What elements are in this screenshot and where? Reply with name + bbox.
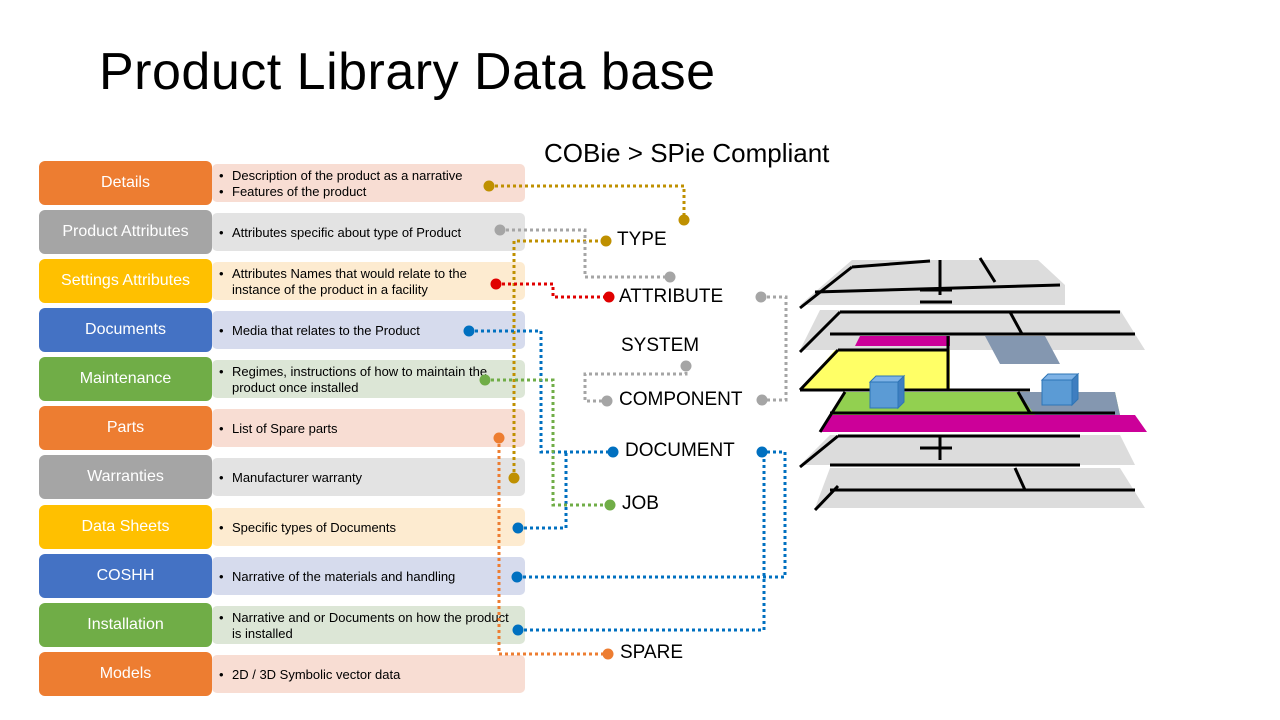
link-dot [604,499,616,511]
link-dot [755,291,767,303]
row-warranties: Warranties Manufacturer warranty [39,455,527,499]
row-data-sheets: Data Sheets Specific types of Documents [39,505,527,549]
row-description: Narrative of the materials and handling [212,557,525,595]
link-dot [756,446,768,458]
row-documents: Documents Media that relates to the Prod… [39,308,527,352]
bullet: 2D / 3D Symbolic vector data [219,667,517,683]
bullet: Attributes Names that would relate to th… [219,266,517,298]
bullet: Manufacturer warranty [219,470,517,486]
row-settings-attributes: Settings Attributes Attributes Names tha… [39,259,527,303]
target-attribute: ATTRIBUTE [619,286,724,307]
bullet: Media that relates to the Product [219,323,517,339]
row-label: Warranties [39,455,212,499]
building-floors-illustration [798,257,1147,512]
row-parts: Parts List of Spare parts [39,406,527,450]
row-description: Description of the product as a narrativ… [212,164,525,202]
link-dot [602,648,614,660]
bullet: Narrative and or Documents on how the pr… [219,610,517,642]
link-dot [680,360,692,372]
link-dot [600,235,612,247]
row-description: Regimes, instructions of how to maintain… [212,360,525,398]
bullet: List of Spare parts [219,421,517,437]
row-description: List of Spare parts [212,409,525,447]
target-document: DOCUMENT [625,440,735,461]
row-description: 2D / 3D Symbolic vector data [212,655,525,693]
row-label: Data Sheets [39,505,212,549]
row-label: Settings Attributes [39,259,212,303]
cube-right [1040,372,1080,407]
row-description: Media that relates to the Product [212,311,525,349]
target-type: TYPE [617,229,667,250]
link-dot [603,291,615,303]
target-job: JOB [622,493,659,514]
row-coshh: COSHH Narrative of the materials and han… [39,554,527,598]
bullet: Narrative of the materials and handling [219,569,517,585]
row-label: Details [39,161,212,205]
link-dot [756,394,768,406]
row-description: Manufacturer warranty [212,458,525,496]
row-label: Parts [39,406,212,450]
link-dot [607,446,619,458]
cube-left [868,374,906,410]
bullet: Specific types of Documents [219,520,517,536]
page-subtitle: COBie > SPie Compliant [544,138,830,168]
row-product-attributes: Product Attributes Attributes specific a… [39,210,527,254]
row-label: Installation [39,603,212,647]
row-description: Attributes Names that would relate to th… [212,262,525,300]
row-details: Details Description of the product as a … [39,161,527,205]
page-title: Product Library Data base [99,43,716,101]
target-component: COMPONENT [619,389,743,410]
link-dot [678,214,690,226]
row-maintenance: Maintenance Regimes, instructions of how… [39,357,527,401]
bullet: Regimes, instructions of how to maintain… [219,364,517,396]
link-dot [664,271,676,283]
row-label: Documents [39,308,212,352]
bullet: Description of the product as a narrativ… [219,168,517,184]
row-installation: Installation Narrative and or Documents … [39,603,527,647]
row-label: Product Attributes [39,210,212,254]
link-dot [601,395,613,407]
link-warranties-type [512,239,606,478]
row-description: Narrative and or Documents on how the pr… [212,606,525,644]
bullet: Features of the product [219,184,517,200]
row-description: Attributes specific about type of Produc… [212,213,525,251]
row-description: Specific types of Documents [212,508,525,546]
link-installation-document [518,452,766,632]
row-label: Models [39,652,212,696]
target-spare: SPARE [620,642,684,663]
bullet: Attributes specific about type of Produc… [219,225,517,241]
row-models: Models 2D / 3D Symbolic vector data [39,652,527,696]
row-label: COSHH [39,554,212,598]
link-attribute-component [761,295,788,402]
row-label: Maintenance [39,357,212,401]
target-system: SYSTEM [621,335,700,356]
